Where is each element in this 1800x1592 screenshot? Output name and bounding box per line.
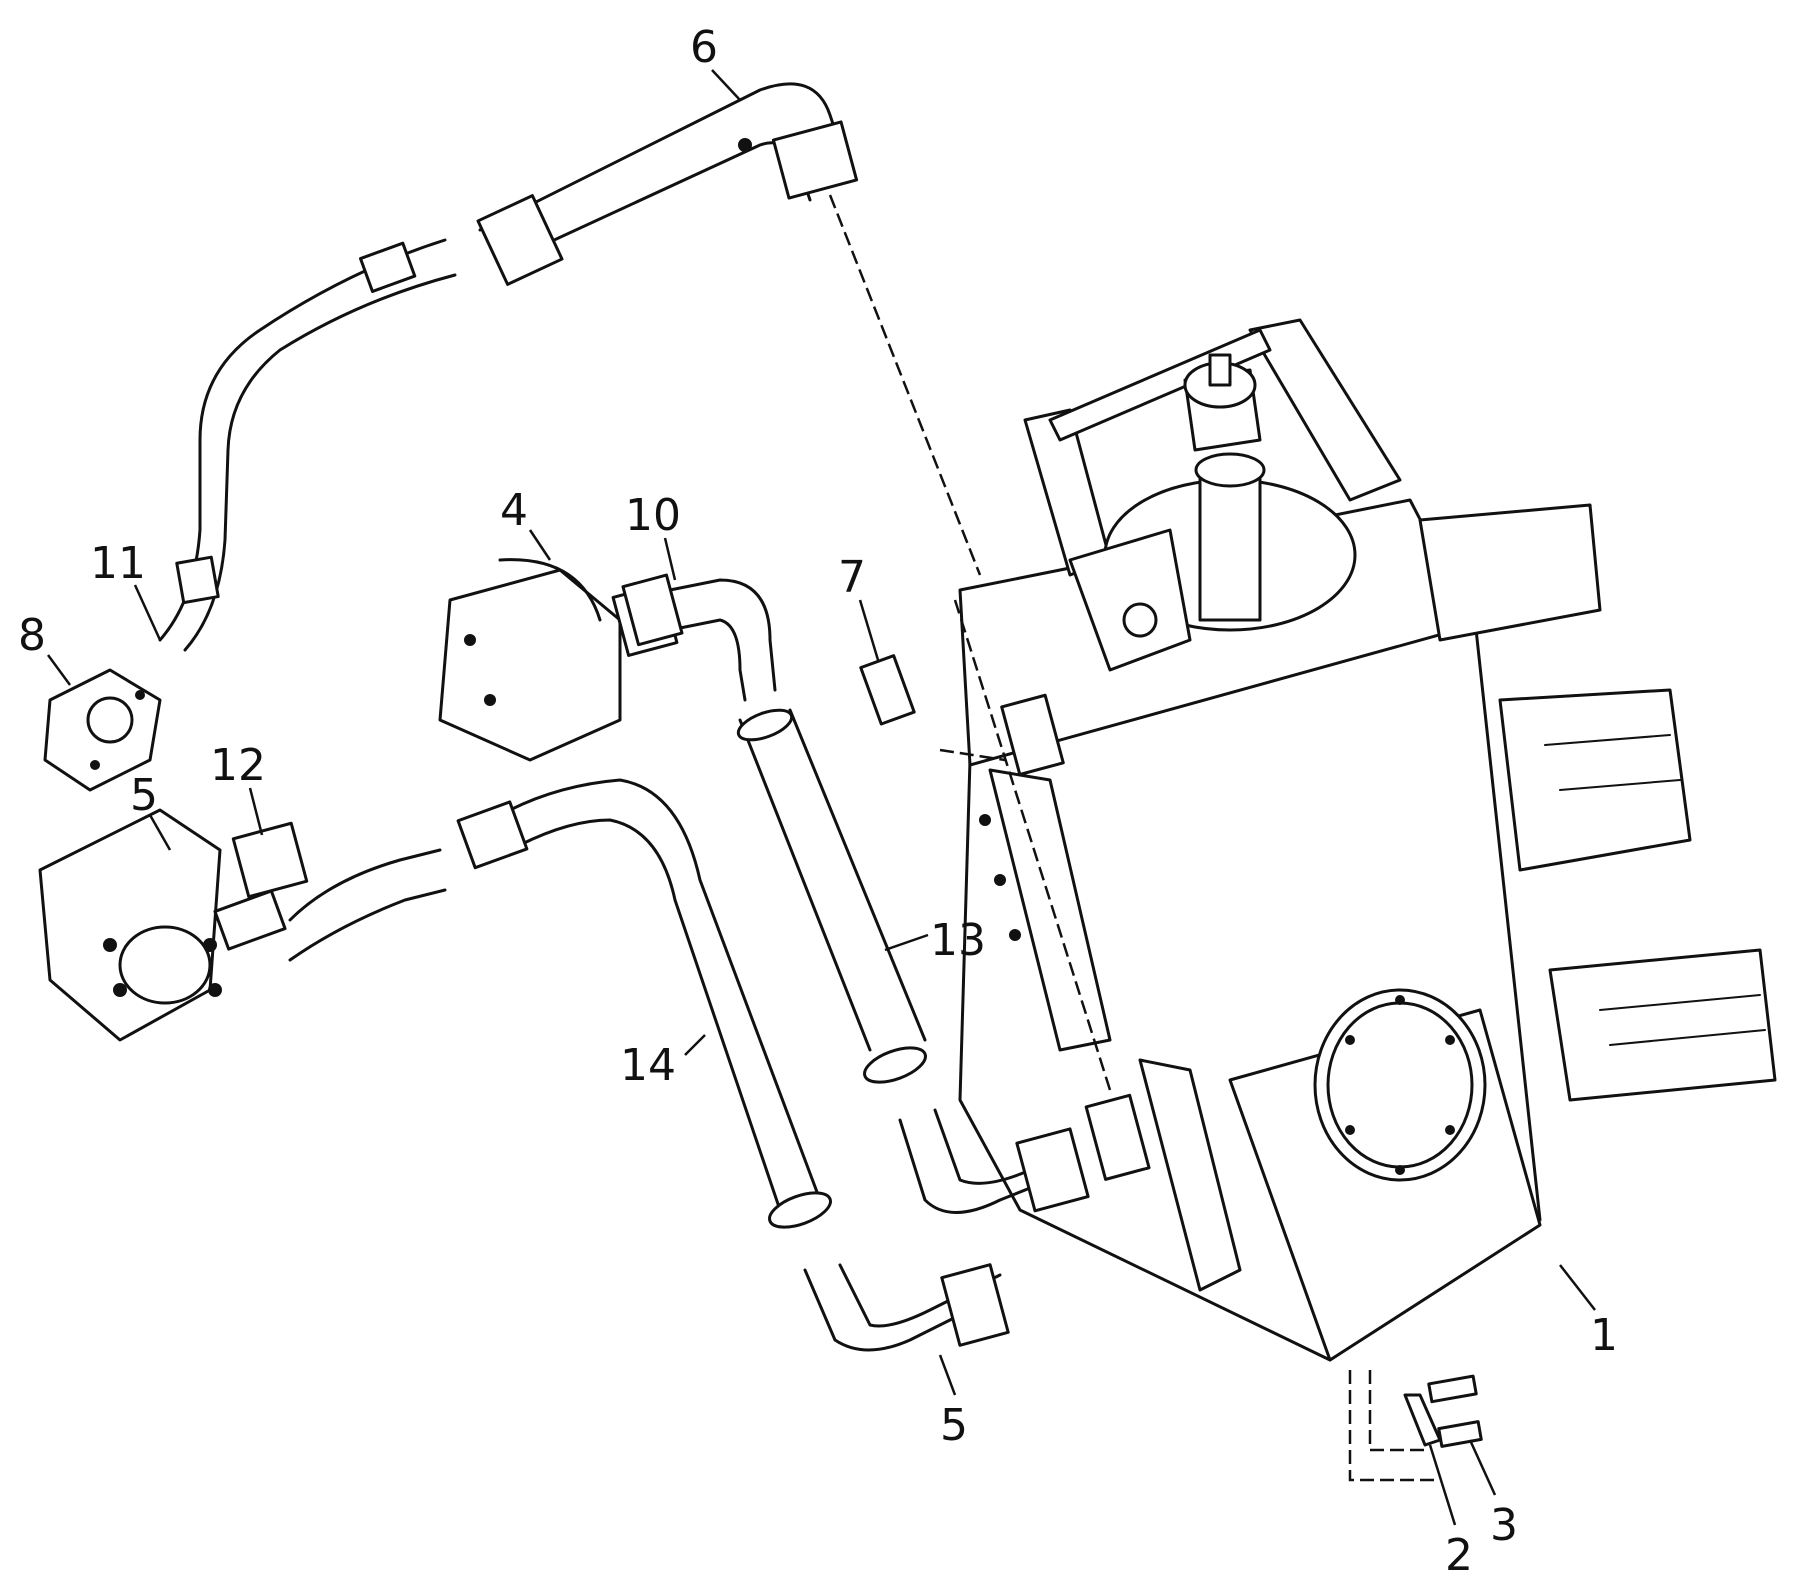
callout-5-left: 5 (130, 770, 158, 821)
callout-3: 3 (1490, 1500, 1518, 1551)
callout-2: 2 (1445, 1530, 1473, 1581)
fitting-8 (43, 668, 162, 792)
callout-8: 8 (18, 610, 46, 661)
callouts: 6 4 10 7 11 8 12 5 13 14 5 1 2 3 (18, 22, 1618, 1581)
callout-5-lower: 5 (940, 1400, 968, 1451)
hydraulic-tank (958, 318, 1777, 1362)
callout-1: 1 (1590, 1310, 1618, 1361)
callout-13: 13 (930, 915, 986, 966)
callout-12: 12 (210, 740, 266, 791)
callout-4: 4 (500, 485, 528, 536)
callout-11: 11 (90, 538, 146, 589)
callout-7: 7 (838, 552, 866, 603)
callout-14: 14 (620, 1040, 676, 1091)
pump-left (38, 808, 287, 1042)
callout-6: 6 (690, 22, 718, 73)
hoses (158, 82, 1483, 1448)
assembly-lines (828, 194, 1440, 1482)
callout-10: 10 (625, 490, 681, 541)
